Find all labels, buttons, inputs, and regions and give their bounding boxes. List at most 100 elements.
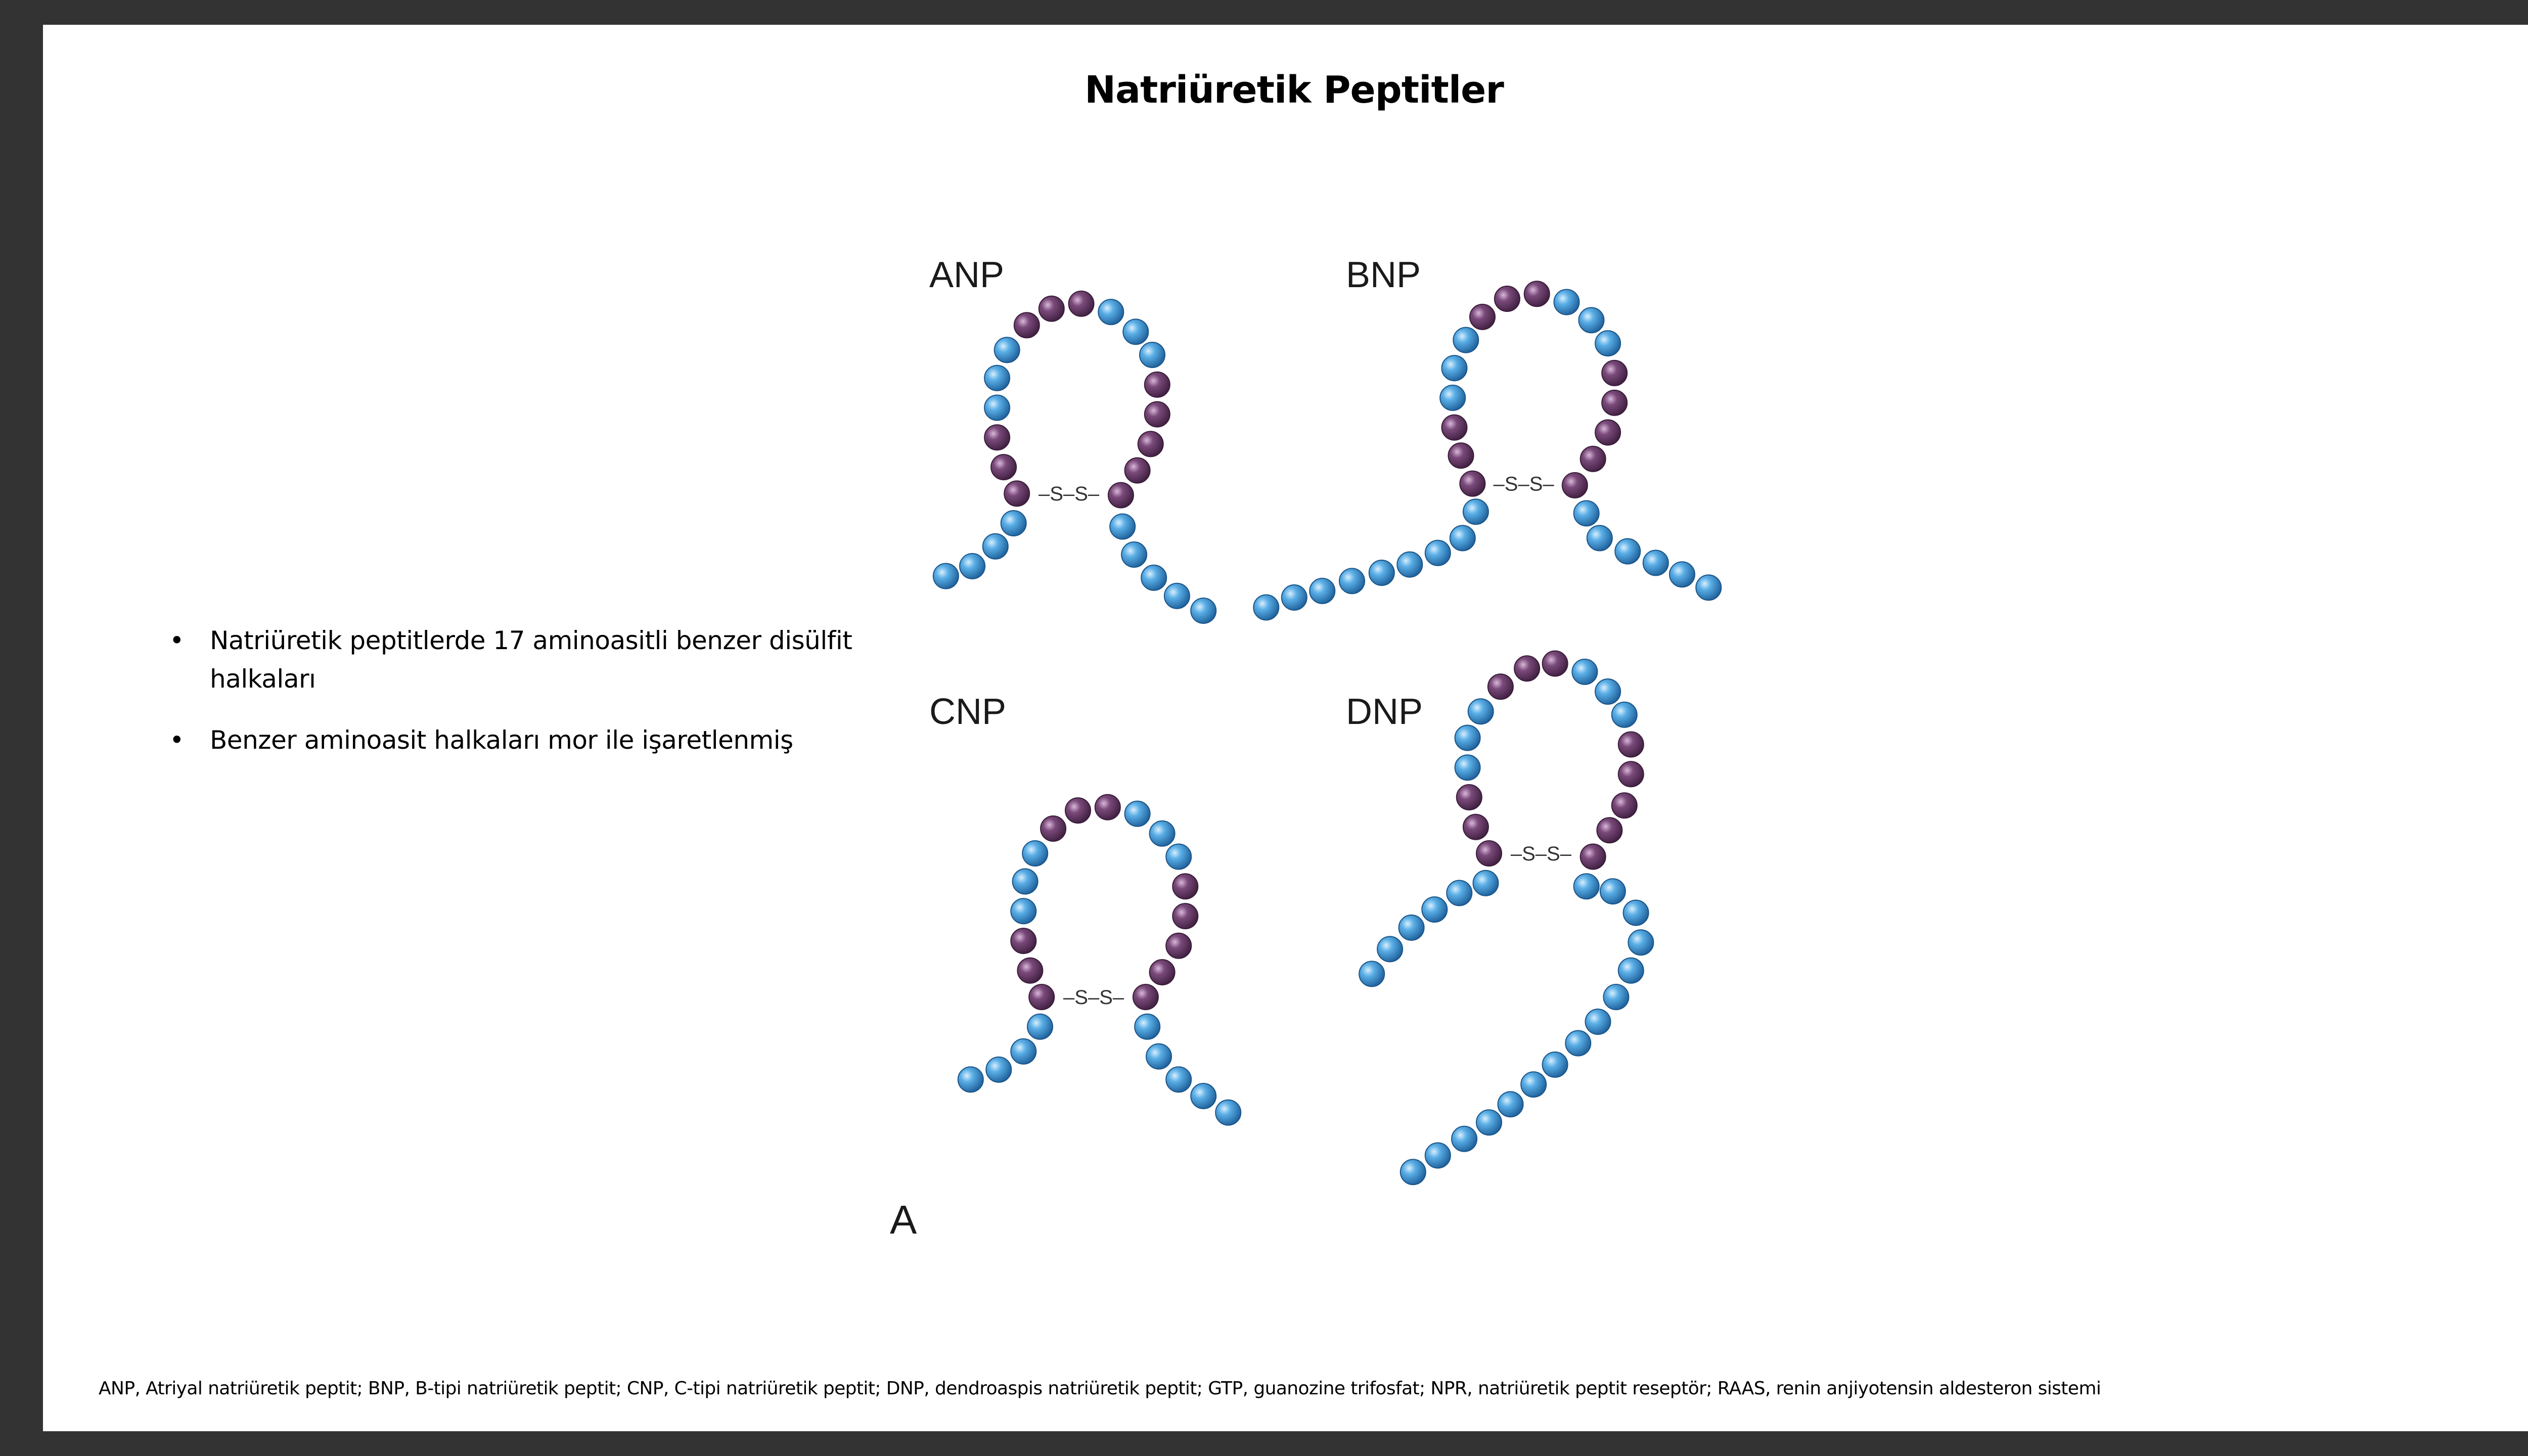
cnp-variable-residue [1190,1083,1217,1109]
bullet-item: • Natriüretik peptitlerde 17 aminoasitli… [169,621,902,698]
dnp-variable-residue [1400,1159,1426,1186]
anp-conserved-residue [1144,401,1170,428]
cnp-conserved-residue [1040,815,1067,842]
dnp-conserved-residue [1514,655,1541,682]
bnp-variable-residue [1449,525,1476,552]
dnp-conserved-residue [1456,784,1482,810]
cnp-conserved-residue [1165,932,1192,959]
bnp-conserved-residue [1595,419,1621,446]
anp-conserved-residue [1013,312,1040,339]
bullet-list: • Natriüretik peptitlerde 17 aminoasitli… [169,621,902,782]
anp-conserved-residue [1107,482,1134,509]
peptide-label-dnp: DNP [1346,692,1423,732]
bnp-variable-residue [1339,568,1365,595]
bnp-variable-residue [1669,561,1695,588]
anp-variable-residue [1122,318,1149,345]
dnp-variable-residue [1476,1109,1502,1136]
bnp-conserved-residue [1441,414,1468,441]
anp-conserved-residue [1137,431,1164,458]
peptide-label-anp: ANP [929,255,1004,295]
anp-conserved-residue [984,424,1011,451]
cnp-variable-residue [1215,1099,1242,1126]
anp-conserved-residue [1004,480,1030,507]
bnp-conserved-residue [1523,281,1550,307]
dnp-variable-residue [1542,1051,1568,1078]
bnp-variable-residue [1453,327,1479,353]
peptide-anp: –S–S– [932,290,1217,624]
bullet-marker: • [169,626,185,655]
bullet-marker: • [169,725,185,755]
dnp-variable-residue [1617,957,1644,984]
anp-variable-residue [1109,513,1136,540]
anp-variable-residue [984,394,1011,421]
slide: Natriüretik Peptitler • Natriüretik pept… [43,25,2528,1431]
dnp-variable-residue [1497,1091,1524,1118]
dnp-conserved-residue [1579,843,1606,870]
cnp-variable-residue [1022,840,1049,867]
cnp-conserved-residue [1149,959,1176,986]
cnp-variable-residue [1010,898,1037,925]
bnp-variable-residue [1642,550,1669,576]
cnp-conserved-residue [1028,984,1055,1011]
bnp-conserved-residue [1561,472,1588,498]
bnp-conserved-residue [1601,389,1628,416]
bnp-variable-residue [1424,539,1451,566]
bnp-variable-residue [1441,355,1468,382]
anp-variable-residue [1098,299,1124,326]
anp-variable-residue [984,365,1011,391]
dnp-variable-residue [1573,873,1600,900]
bnp-variable-residue [1595,330,1621,357]
dnp-variable-residue [1424,1142,1451,1169]
dnp-variable-residue [1472,870,1499,896]
dnp-conserved-residue [1611,792,1638,819]
panel-label: A [890,1197,917,1242]
dnp-variable-residue [1454,754,1481,781]
cnp-variable-residue [957,1066,984,1093]
cnp-variable-residue [1165,843,1192,870]
cnp-conserved-residue [1065,797,1091,824]
bnp-variable-residue [1439,384,1466,411]
bnp-variable-residue [1396,551,1423,578]
dnp-variable-residue [1571,658,1598,685]
peptide-label-cnp: CNP [929,692,1006,732]
footnote: ANP, Atriyal natriüretik peptit; BNP, B-… [99,1378,2101,1399]
dnp-variable-residue [1599,878,1626,905]
cnp-conserved-residue [1172,873,1199,900]
bnp-conserved-residue [1579,445,1606,472]
cnp-conserved-residue [1010,928,1037,954]
dnp-variable-residue [1611,701,1638,728]
anp-variable-residue [1121,541,1148,568]
bnp-variable-residue [1578,307,1605,334]
peptide-dnp: –S–S– [1359,650,1654,1186]
dnp-conserved-residue [1542,650,1568,677]
anp-variable-residue [932,563,959,589]
dnp-conserved-residue [1462,813,1489,840]
bnp-conserved-residue [1601,359,1628,386]
bullet-text: Benzer aminoasit halkaları mor ile işare… [210,725,793,755]
bnp-variable-residue [1253,594,1280,621]
cnp-variable-residue [1165,1066,1192,1093]
dnp-variable-residue [1622,899,1649,926]
dnp-variable-residue [1359,961,1385,987]
bnp-variable-residue [1614,538,1641,565]
bnp-conserved-residue [1494,286,1520,312]
anp-variable-residue [1141,564,1167,591]
dnp-variable-residue [1377,936,1404,963]
anp-variable-residue [1139,342,1165,368]
dnp-variable-residue [1595,678,1621,705]
bullet-text: Natriüretik peptitlerde 17 aminoasitli b… [210,626,852,694]
dnp-variable-residue [1628,929,1654,956]
bnp-variable-residue [1553,289,1580,315]
anp-variable-residue [959,553,986,579]
dnp-variable-residue [1467,698,1494,725]
peptide-label-bnp: BNP [1346,255,1421,295]
bnp-conserved-residue [1469,303,1496,330]
bnp-variable-residue [1281,584,1307,611]
bnp-variable-residue [1586,525,1613,552]
cnp-variable-residue [1149,820,1176,847]
peptide-cnp: –S–S– [957,794,1242,1126]
cnp-variable-residue [1124,800,1151,827]
cnp-variable-residue [1027,1013,1053,1040]
peptide-bnp: –S–S– [1253,281,1722,621]
